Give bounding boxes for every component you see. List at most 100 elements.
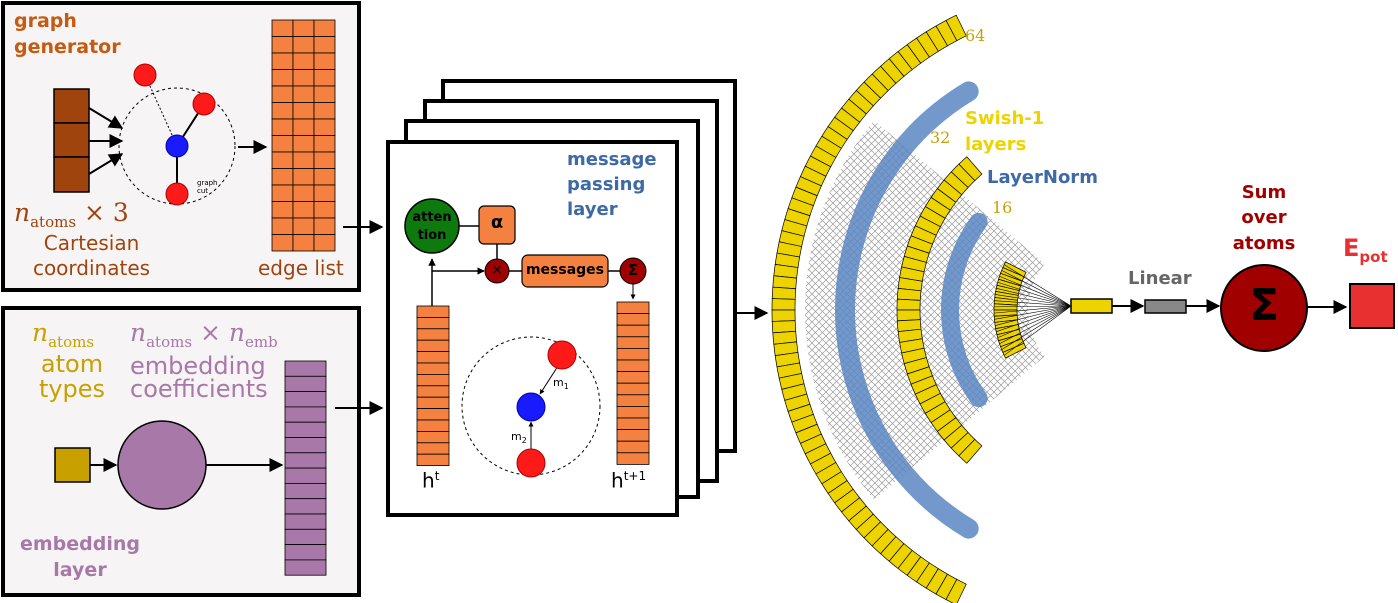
edge-list-cell [271,19,294,37]
edge-list-cell [313,118,336,136]
edge-list-cell [313,184,336,202]
mpl-title-3: layer [567,199,618,220]
edge-list-cell [271,217,294,235]
sum-big-symbol: Σ [1248,280,1280,331]
edge-list-cell [313,102,336,120]
embedding-layer-label-1: embedding [19,533,140,555]
nemb-times: × n [200,318,245,347]
embedding-layer-label-2: layer [53,559,107,581]
layer-64 [771,14,967,603]
ht-cell [416,351,450,364]
m2-label: m2 [511,431,527,445]
ht1-cell [616,440,650,454]
epot-label: Epot [1343,236,1388,265]
ht1-cell [616,394,650,407]
edge-list-cell [292,118,315,136]
ht-label: ht [422,470,439,491]
attention-node [404,198,460,254]
edge-list-cell [271,151,294,169]
edge-list-cell [292,52,315,70]
edge-list-cell [292,85,315,103]
swish-network [771,14,1072,603]
layer-16 [993,261,1027,359]
multiply-label: × [491,262,503,278]
ht-cell [416,408,450,421]
embedding-cell [284,482,327,500]
m2-sub: 2 [521,436,527,446]
atom-node-center [165,134,189,158]
ht-cell [416,328,450,341]
hidden-state-t1 [616,301,650,465]
atom-node [192,92,216,116]
embedding-cell [284,467,327,484]
swish-label-1: Swish-1 [965,108,1045,129]
fan-line [1003,305,1072,356]
messages-box [521,254,609,288]
atom-types-label-1: atom [40,350,104,378]
atom-node [133,63,157,87]
ht-cell [416,396,450,410]
edge-list-cell [313,234,336,252]
embedding-coeff-label-1: embedding [130,352,266,380]
neuron-cell [896,309,921,322]
edge-list-cell [313,135,336,153]
atom-node [165,182,189,206]
ht1-cell [616,313,650,326]
fan-line [1004,264,1072,307]
embedding-coeff-label-2: coefficients [130,375,268,403]
alpha-label: α [490,212,504,233]
edge-list-cell [271,234,294,252]
neuron-cell [771,298,796,311]
layernorm-band-2 [941,212,988,408]
edge-list-cell [313,36,336,54]
ht1-cell [616,452,650,465]
linear-label: Linear [1128,268,1192,289]
embedding-cell [284,544,327,561]
natoms-label: natoms [32,320,94,350]
messages-label: messages [525,262,605,278]
ht1-sup: t+1 [623,469,647,483]
fan-line [1001,270,1072,307]
mpl-title-2: passing [567,174,646,195]
fan-line [997,305,1072,339]
sum-small-label: Σ [627,261,639,279]
fan-line [999,305,1072,345]
ht1-cell [616,359,650,373]
edge-list-cell [271,69,294,87]
ht1-cell [616,382,650,396]
embedding-cell [284,360,327,377]
mpl-title-1: message [567,149,657,170]
fan-line [994,305,1072,308]
edge-list-cell [313,85,336,103]
edge-list-cell [271,102,294,120]
ht-cell [416,339,450,353]
embedding-cell [284,437,327,454]
ht1-label: ht+1 [611,470,646,491]
embedding-cell [284,513,327,530]
neuron-cell [771,309,796,322]
ht-cell [416,385,450,398]
natoms-sub: atoms [30,213,77,231]
graph-generator-title-2: generator [14,36,121,58]
edge-list-cell [313,201,336,219]
ht1-cell [616,301,650,315]
ht-cell [416,419,450,432]
edge-list-cell [292,168,315,186]
edge-list-cell [313,151,336,169]
fan-line [995,305,1072,326]
sum-over-label-1: Sum [1241,182,1287,203]
layernorm-band-1 [835,81,979,539]
nemb-n1: n [130,318,147,347]
edge-list-grid [271,19,336,252]
ht1-cell [616,405,650,419]
ht1-cell [616,324,650,338]
embedding-cell [284,391,327,408]
edge-list-cell [271,118,294,136]
ht-cell [416,362,450,375]
embedding-cell [284,421,327,438]
natoms-n: n [14,198,31,227]
edge-list-cell [292,102,315,120]
fan-line [1001,305,1072,350]
ht1-cell [616,347,650,361]
